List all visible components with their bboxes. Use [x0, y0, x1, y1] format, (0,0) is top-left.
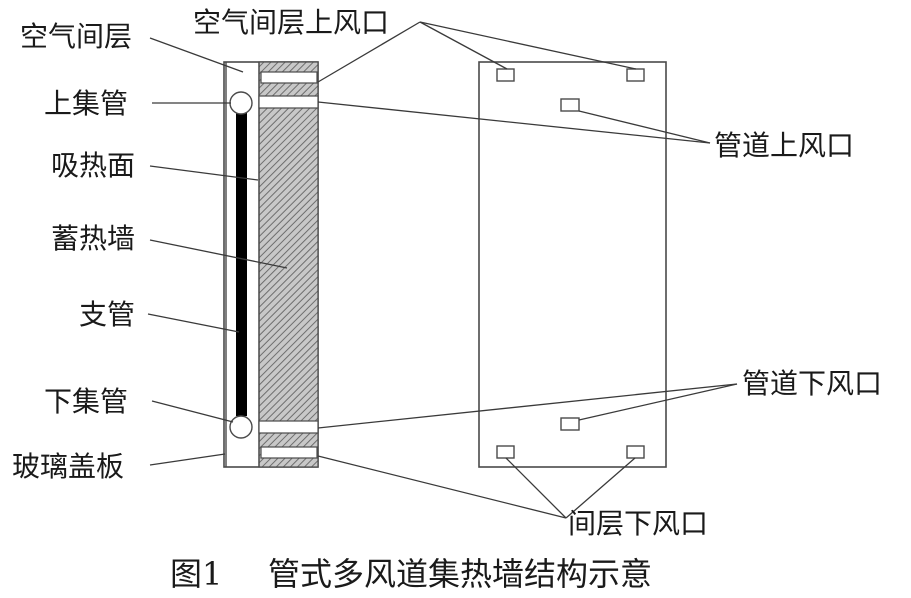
upper-header-circle [229, 91, 253, 115]
vent-lower-left [496, 445, 515, 459]
leader-lines [147, 21, 738, 519]
label-air-layer: 空气间层 [20, 20, 132, 53]
vent-upper-left [496, 68, 515, 82]
leader-glass-cover [149, 453, 226, 466]
caption-number: 图1 [170, 555, 222, 593]
label-lower-header: 下集管 [44, 385, 128, 418]
vent-upper-right [626, 68, 645, 82]
leader-air-layer [149, 37, 244, 73]
labels: 空气间层 上集管 吸热面 蓄热墙 支管 下集管 玻璃盖板 空气间层上风口 管道上… [12, 6, 882, 540]
front-view [478, 61, 667, 468]
leader-pipe-upper-vent-b [578, 110, 711, 144]
label-branch-pipe: 支管 [79, 298, 135, 331]
section-view [223, 61, 319, 468]
leader-layer-upper-vent-c [419, 21, 637, 70]
leader-layer-upper-vent-b [419, 21, 508, 70]
label-pipe-upper-vent: 管道上风口 [714, 129, 854, 162]
vent-pipe-lower [560, 417, 580, 431]
leader-pipe-lower-vent-a [317, 383, 738, 429]
figure-caption: 图1 管式多风道集热墙结构示意 [170, 555, 652, 593]
label-pipe-lower-vent: 管道下风口 [742, 367, 882, 400]
leader-branch-pipe [147, 313, 240, 333]
lower-pipe-opening [258, 420, 319, 434]
leader-pipe-upper-vent-a [317, 101, 711, 144]
front-outline [478, 61, 667, 468]
label-storage-wall: 蓄热墙 [51, 222, 135, 255]
label-absorber: 吸热面 [51, 149, 135, 182]
leader-layer-lower-vent-c [565, 457, 636, 519]
upper-pipe-opening [258, 95, 319, 109]
lower-layer-opening [260, 446, 318, 459]
lower-header-circle [229, 415, 253, 439]
leader-lower-header [151, 400, 234, 423]
leader-storage-wall [149, 239, 288, 269]
leader-pipe-lower-vent-b [578, 383, 738, 421]
vent-pipe-upper [560, 98, 580, 112]
vent-lower-right [626, 445, 645, 459]
label-upper-header: 上集管 [44, 87, 128, 120]
label-layer-lower-vent: 间层下风口 [568, 507, 708, 540]
upper-layer-opening [260, 71, 318, 84]
label-glass-cover: 玻璃盖板 [12, 450, 124, 483]
leader-layer-upper-vent-a [317, 21, 421, 83]
branch-pipe [236, 110, 247, 416]
caption-title: 管式多风道集热墙结构示意 [268, 555, 652, 593]
label-air-layer-upper-vent: 空气间层上风口 [193, 6, 389, 39]
leader-absorber [149, 165, 259, 181]
leader-layer-lower-vent-a [317, 455, 567, 519]
leader-layer-lower-vent-b [505, 457, 567, 519]
